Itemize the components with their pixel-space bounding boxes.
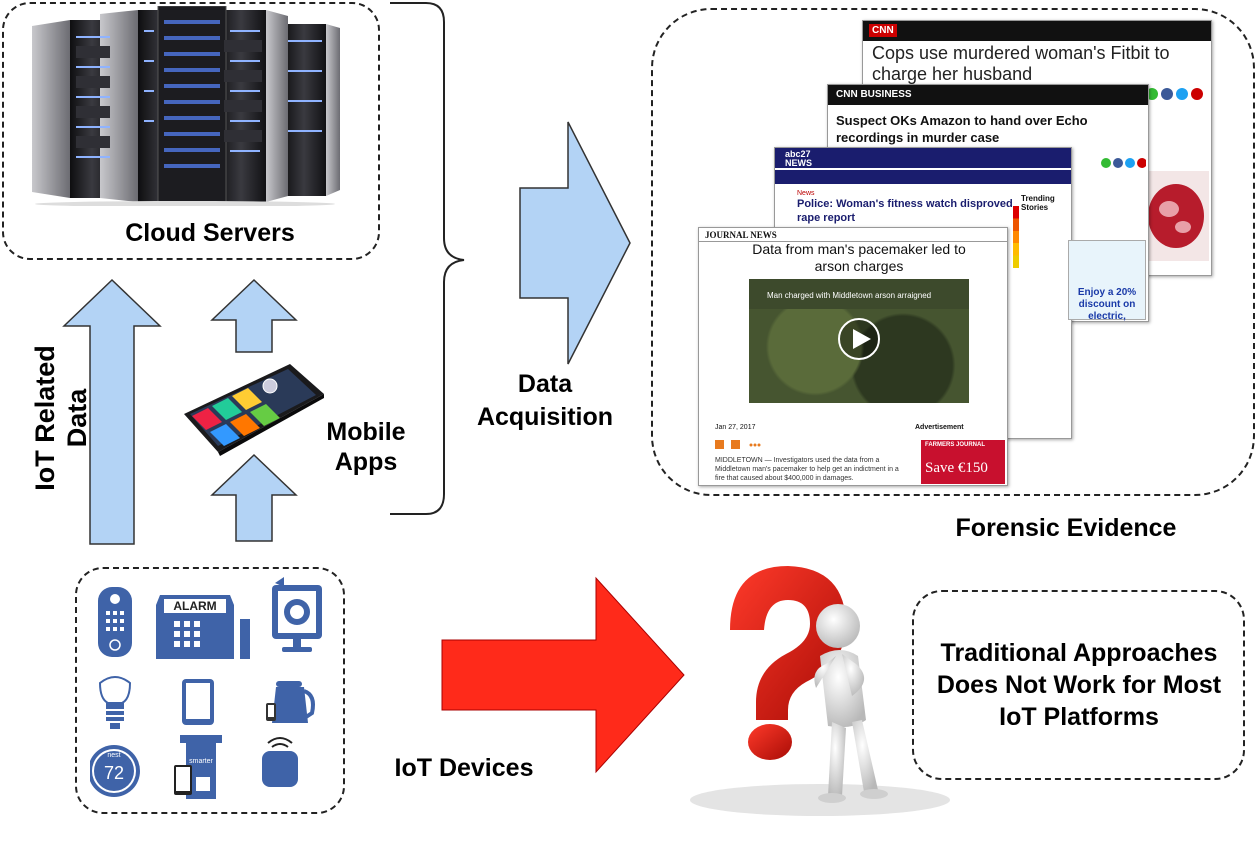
data-acquisition-label: Data Acquisition	[455, 368, 635, 433]
mobile-apps-line1: Mobile	[326, 418, 406, 446]
pacemaker-video-player[interactable]: Man charged with Middletown arson arraig…	[749, 279, 969, 403]
journal-news-date: Jan 27, 2017	[715, 424, 756, 431]
apps-to-cloud-arrow	[210, 278, 298, 353]
mobile-apps-label: Mobile Apps	[306, 418, 426, 477]
cloud-servers-box	[2, 2, 380, 260]
journal-news-body: MIDDLETOWN — Investigators used the data…	[715, 457, 899, 483]
cloud-servers-label: Cloud Servers	[125, 219, 295, 247]
journal-news-logo: JOURNAL NEWS	[705, 230, 777, 240]
abc27-electric-ad: Enjoy a 20% discount on electric,	[1068, 240, 1146, 322]
journal-news-nav	[699, 241, 1007, 242]
abc27-logo: abc27 NEWS	[785, 149, 812, 168]
journal-news-share-icons	[715, 440, 761, 449]
abc27-section: News	[797, 190, 815, 197]
abc27-nav-bar	[775, 170, 1071, 184]
iot-related-data-line1: IoT Related	[30, 345, 60, 491]
abc27-top-bar	[775, 148, 1071, 168]
cnn-business-logo: CNN BUSINESS	[836, 89, 912, 100]
cnn-headline: Cops use murdered woman's Fitbit to char…	[872, 43, 1170, 85]
traditional-line1: Traditional Approaches	[940, 639, 1218, 667]
grouping-brace	[390, 2, 465, 515]
cnn-logo: CNN	[869, 24, 897, 37]
abc27-trending-list	[1013, 206, 1019, 268]
iot-devices-label: IoT Devices	[394, 754, 534, 782]
iot-devices-icons: ALARM nest 72 smarter	[90, 577, 322, 799]
data-acquisition-arrow	[519, 121, 631, 365]
mobile-apps-line2: Apps	[334, 447, 398, 476]
abc27-trending-title: Trending Stories	[1021, 194, 1055, 212]
farmers-journal-ad: FARMERS JOURNAL Save €150	[921, 440, 1005, 484]
devices-to-apps-arrow	[210, 453, 298, 542]
server-rack-illustration	[32, 6, 340, 206]
forensic-evidence-box	[651, 8, 1255, 496]
video-caption: Man charged with Middletown arson arraig…	[767, 291, 932, 300]
meat-photo	[1143, 171, 1209, 261]
traditional-approaches-box	[912, 590, 1245, 780]
data-acquisition-line2: Acquisition	[476, 402, 614, 431]
forensic-evidence-label: Forensic Evidence	[955, 514, 1177, 542]
iot-data-up-arrow	[62, 278, 162, 545]
red-failure-arrow	[441, 576, 685, 774]
play-icon[interactable]	[837, 317, 881, 361]
farmers-journal-brand: FARMERS JOURNAL	[925, 442, 986, 448]
iot-related-data-line2: Data	[61, 388, 92, 448]
abc27-ad-text: Enjoy a 20% discount on electric,	[1077, 287, 1137, 322]
abc27-headline: Police: Woman's fitness watch disproved …	[797, 198, 1013, 224]
cnn-business-share-icons	[1101, 158, 1146, 168]
traditional-approaches-label: Traditional Approaches Does Not Work for…	[914, 637, 1244, 733]
cnn-business-header-bar	[828, 85, 1148, 105]
thermostat-brand: nest	[107, 752, 120, 759]
iot-devices-box	[75, 567, 345, 814]
thermostat-value: 72	[104, 763, 124, 783]
coffee-brand: smarter	[189, 758, 213, 765]
farmers-journal-offer: Save €150	[925, 460, 988, 476]
cnn-business-headline: Suspect OKs Amazon to hand over Echo rec…	[836, 113, 1088, 145]
journal-news-headline: Data from man's pacemaker led to arson c…	[752, 241, 966, 274]
share-icons	[1146, 88, 1203, 100]
alarm-text: ALARM	[173, 599, 216, 613]
thinking-figure-question-icon	[690, 566, 950, 816]
data-acquisition-line1: Data	[517, 370, 573, 398]
journal-news-ad-title: Advertisement	[915, 424, 964, 431]
journal-news-article-screenshot: JOURNAL NEWS Data from man's pacemaker l…	[698, 227, 1008, 486]
cnn-header-bar	[863, 21, 1211, 41]
iot-related-data-label: IoT Related Data	[30, 318, 94, 518]
traditional-line3: IoT Platforms	[999, 703, 1159, 731]
traditional-line2: Does Not Work for Most	[936, 671, 1222, 699]
smartphone-illustration	[184, 364, 324, 456]
video-trees	[749, 309, 969, 403]
